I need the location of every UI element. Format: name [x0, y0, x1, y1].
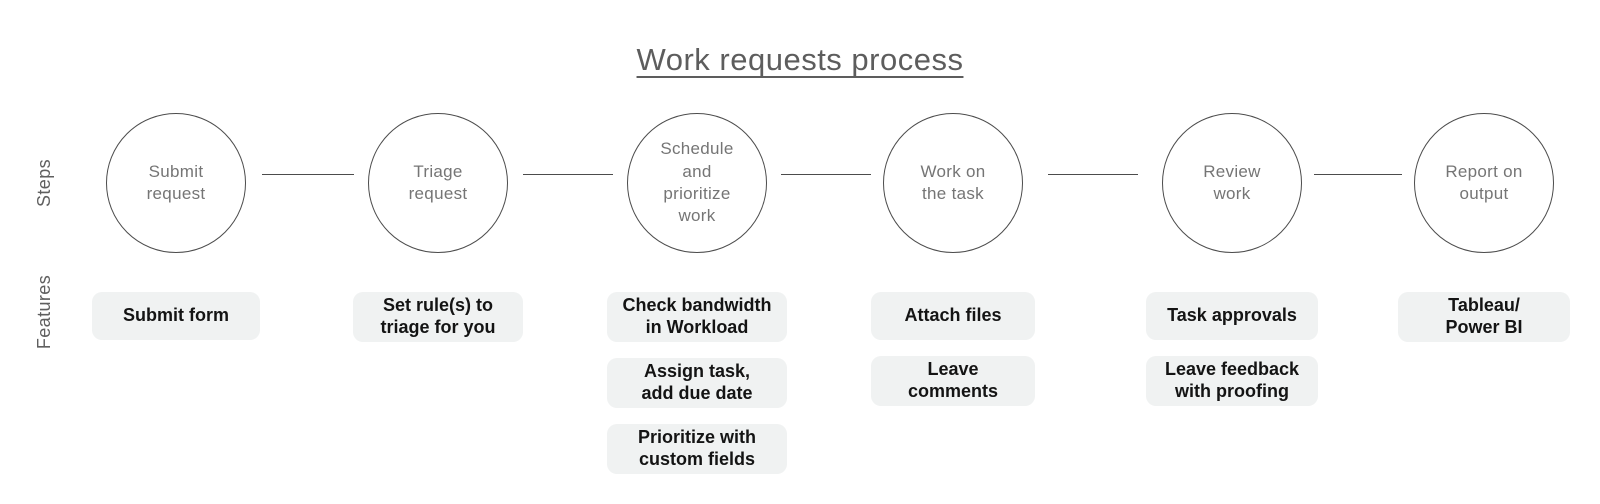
- feature-badge: Task approvals: [1146, 292, 1318, 340]
- step-circle-submit-request: Submit request: [106, 113, 246, 253]
- feature-badge: Submit form: [92, 292, 260, 340]
- step-circle-triage-request: Triage request: [368, 113, 508, 253]
- feature-badge: Attach files: [871, 292, 1035, 340]
- feature-stack-schedule-prioritize-work: Check bandwidth in Workload Assign task,…: [607, 292, 787, 474]
- step-circle-work-on-task: Work on the task: [883, 113, 1023, 253]
- feature-stack-report-on-output: Tableau/ Power BI: [1398, 292, 1570, 342]
- feature-stack-triage-request: Set rule(s) to triage for you: [353, 292, 523, 342]
- feature-badge: Set rule(s) to triage for you: [353, 292, 523, 342]
- step-circle-schedule-prioritize-work: Schedule and prioritize work: [627, 113, 767, 253]
- feature-badge: Assign task, add due date: [607, 357, 787, 408]
- feature-badge: Prioritize with custom fields: [607, 423, 787, 474]
- step-circle-report-on-output: Report on output: [1414, 113, 1554, 253]
- feature-stack-submit-request: Submit form: [92, 292, 260, 340]
- features-axis-label: Features: [34, 274, 54, 350]
- connector-line: [1048, 174, 1138, 175]
- feature-badge: Check bandwidth in Workload: [607, 292, 787, 342]
- page-title: Work requests process: [636, 42, 964, 77]
- feature-badge: Leave feedback with proofing: [1146, 356, 1318, 406]
- step-circle-review-work: Review work: [1162, 113, 1302, 253]
- connector-line: [1314, 174, 1402, 175]
- connector-line: [523, 174, 613, 175]
- connector-line: [262, 174, 354, 175]
- feature-stack-work-on-task: Attach files Leave comments: [871, 292, 1035, 406]
- steps-axis-label: Steps: [34, 158, 54, 208]
- connector-line: [781, 174, 871, 175]
- feature-stack-review-work: Task approvals Leave feedback with proof…: [1146, 292, 1318, 406]
- feature-badge: Tableau/ Power BI: [1398, 292, 1570, 342]
- feature-badge: Leave comments: [871, 356, 1035, 406]
